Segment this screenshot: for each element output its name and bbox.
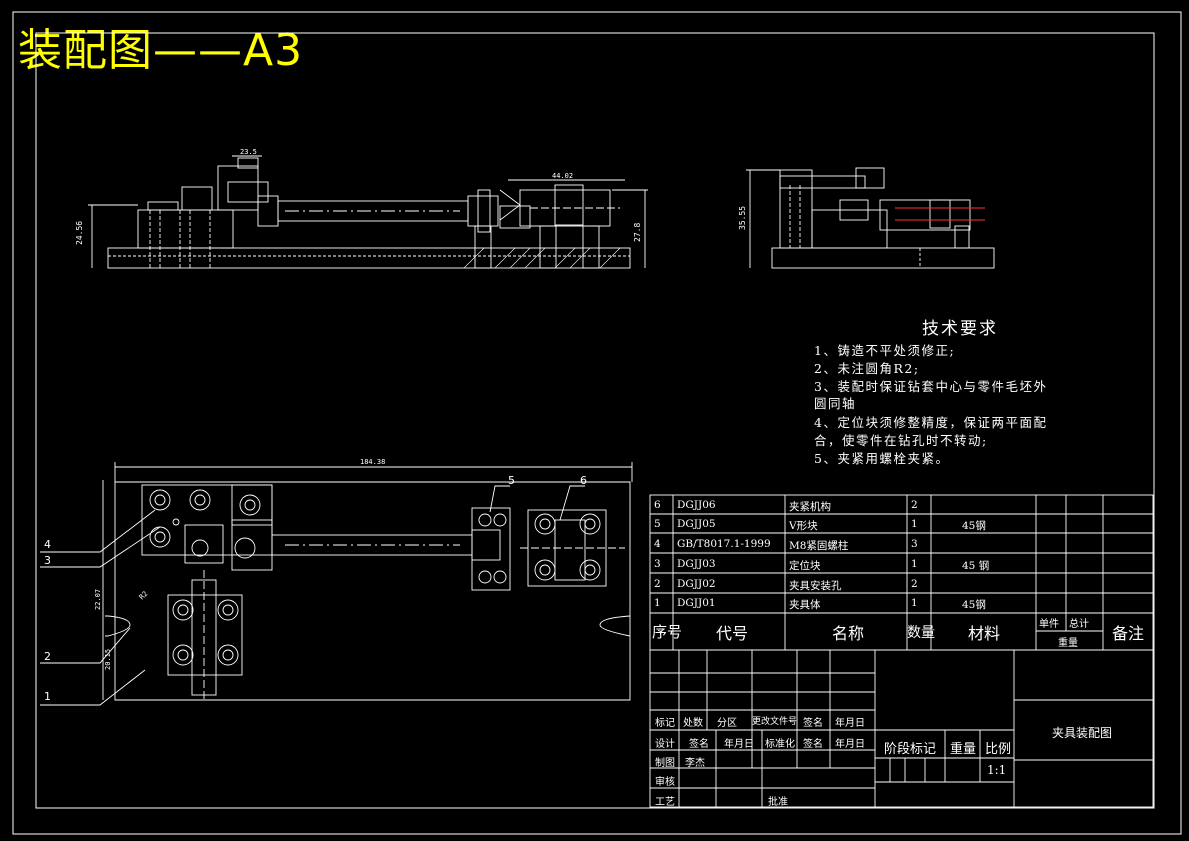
dim-height-right: 27.8 [633, 223, 642, 242]
tb-sign3: 签名 [803, 739, 823, 750]
bom-name: M8紧固螺柱 [789, 540, 849, 552]
dim-height-left: 24.56 [75, 221, 84, 245]
bom-code: DGJJ02 [677, 578, 716, 590]
bom-header-qty: 数量 [907, 625, 935, 641]
bom-code: DGJJ05 [677, 518, 716, 530]
tb-review: 审核 [655, 777, 675, 788]
bom-code: DGJJ06 [677, 499, 716, 511]
tb-stage: 阶段标记 [884, 742, 937, 757]
bom-name: 夹具体 [789, 599, 821, 611]
bom-table-grid [649, 494, 1154, 651]
bom-material: 45钢 [962, 520, 986, 532]
dim-side-height: 35.55 [738, 206, 747, 230]
bom-name: 夹紧机构 [789, 501, 831, 513]
bom-qty: 2 [911, 578, 918, 590]
bom-no: 3 [654, 558, 661, 570]
bom-header-weight: 重量 [1058, 638, 1078, 649]
bom-code: DGJJ01 [677, 597, 716, 609]
bom-qty: 2 [911, 499, 918, 511]
outer-frame [12, 11, 1182, 835]
tb-weight: 重量 [950, 742, 977, 757]
bom-header-total: 总计 [1069, 619, 1089, 630]
tech-req-line-3: 3、装配时保证钻套中心与零件毛坯外 [814, 379, 1048, 394]
side-view [746, 167, 995, 269]
tb-date: 年月日 [835, 718, 865, 729]
bom-header-material: 材料 [968, 624, 1001, 643]
bom-header-name: 名称 [832, 624, 865, 643]
tb-draw: 制图 [655, 758, 675, 769]
dim-vert-small: 20.15 [104, 649, 112, 670]
bom-no: 2 [654, 578, 661, 590]
dim-cyl-len: 44.02 [552, 172, 573, 180]
bom-qty: 1 [911, 597, 918, 609]
bom-name: 夹具安装孔 [789, 580, 842, 592]
tech-req-line-5: 4、定位块须修整精度，保证两平面配 [814, 415, 1048, 430]
bom-name: V形块 [789, 520, 818, 532]
front-view [88, 155, 648, 269]
balloon-3: 3 [44, 554, 51, 567]
bom-code: GB/T8017.1-1999 [677, 538, 771, 550]
balloon-6: 6 [580, 474, 587, 487]
tech-req-line-2: 2、未注圆角R2; [814, 361, 920, 376]
tb-mark: 标记 [655, 718, 675, 729]
bom-no: 6 [654, 499, 661, 511]
tb-count: 处数 [683, 718, 703, 729]
tech-req-line-6: 合，使零件在钻孔时不转动; [814, 433, 988, 448]
tb-date3: 年月日 [835, 739, 865, 750]
tb-change-doc: 更改文件号 [752, 717, 798, 727]
balloon-4: 4 [44, 538, 51, 551]
bom-qty: 3 [911, 538, 918, 550]
tb-sign: 签名 [803, 718, 823, 729]
tb-sign2: 签名 [689, 739, 709, 750]
bom-no: 1 [654, 597, 661, 609]
tech-req-line-7: 5、夹紧用螺栓夹紧。 [814, 451, 950, 466]
balloon-5: 5 [508, 474, 515, 487]
inner-frame [35, 32, 1155, 809]
bom-no: 4 [654, 538, 661, 550]
bom-header-remark: 备注 [1112, 624, 1145, 643]
tb-date2: 年月日 [724, 739, 754, 750]
tech-req-title: 技术要求 [922, 319, 998, 339]
bom-qty: 1 [911, 558, 918, 570]
bom-material: 45钢 [962, 599, 986, 611]
dim-top-width: 23.5 [240, 148, 257, 156]
tb-drawing-name: 夹具装配图 [1052, 726, 1113, 740]
balloon-2: 2 [44, 650, 51, 663]
tb-scale: 比例 [985, 742, 1012, 757]
bom-qty: 1 [911, 518, 918, 530]
tech-req-line-4: 圆同轴 [814, 396, 857, 411]
bom-code: DGJJ03 [677, 558, 716, 570]
title-block-grid [649, 649, 1154, 808]
tb-approve: 批准 [768, 797, 788, 808]
bom-header-single: 单件 [1039, 619, 1059, 630]
dim-vert-left: 22.07 [94, 589, 102, 610]
dim-angle: R2 [138, 590, 150, 602]
dim-overall-len: 184.38 [360, 458, 385, 466]
tb-zone: 分区 [717, 718, 737, 729]
bom-material: 45 钢 [962, 560, 990, 572]
tech-req-line-1: 1、铸造不平处须修正; [814, 343, 956, 358]
tb-process: 工艺 [655, 797, 675, 808]
tb-scale-value: 1:1 [987, 763, 1007, 777]
bom-name: 定位块 [789, 560, 821, 572]
bom-header-no: 序号 [652, 623, 683, 641]
tb-design: 设计 [655, 739, 675, 750]
bom-no: 5 [654, 518, 661, 530]
top-view [40, 462, 633, 706]
balloon-1: 1 [44, 690, 51, 703]
side-view-red-part [895, 207, 985, 221]
tb-standard: 标准化 [765, 739, 795, 750]
tb-drawer: 李杰 [685, 758, 705, 769]
bom-header-code: 代号 [716, 624, 749, 643]
